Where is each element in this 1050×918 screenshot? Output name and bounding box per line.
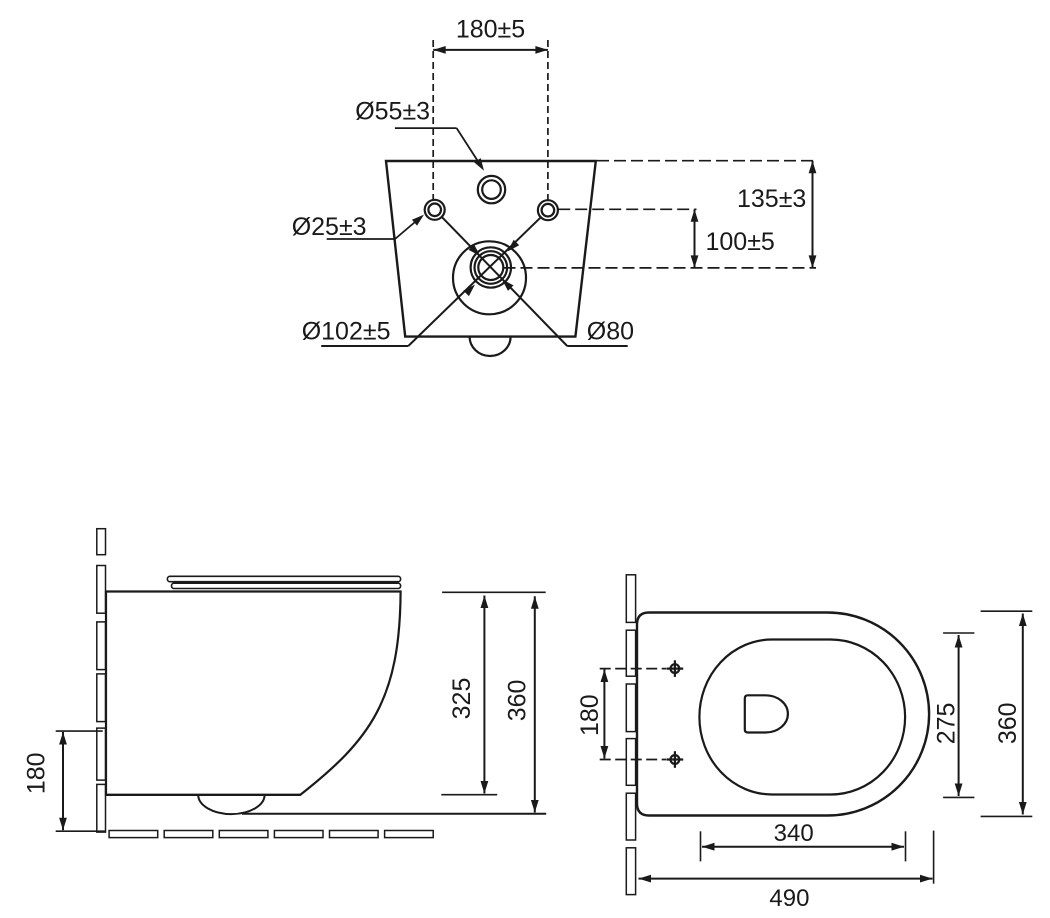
svg-text:180±5: 180±5: [456, 16, 525, 44]
svg-text:Ø80: Ø80: [587, 317, 634, 345]
svg-text:135±3: 135±3: [737, 185, 806, 213]
svg-text:275: 275: [932, 703, 960, 745]
svg-text:340: 340: [774, 820, 814, 847]
svg-text:Ø55±3: Ø55±3: [355, 98, 430, 126]
svg-text:360: 360: [504, 680, 532, 722]
svg-text:180: 180: [576, 694, 604, 736]
svg-text:Ø102±5: Ø102±5: [302, 317, 391, 345]
svg-text:490: 490: [769, 885, 809, 912]
svg-text:Ø25±3: Ø25±3: [292, 213, 367, 241]
svg-text:360: 360: [994, 702, 1022, 744]
svg-text:180: 180: [23, 752, 51, 794]
svg-text:100±5: 100±5: [706, 228, 775, 256]
svg-text:325: 325: [448, 678, 476, 720]
